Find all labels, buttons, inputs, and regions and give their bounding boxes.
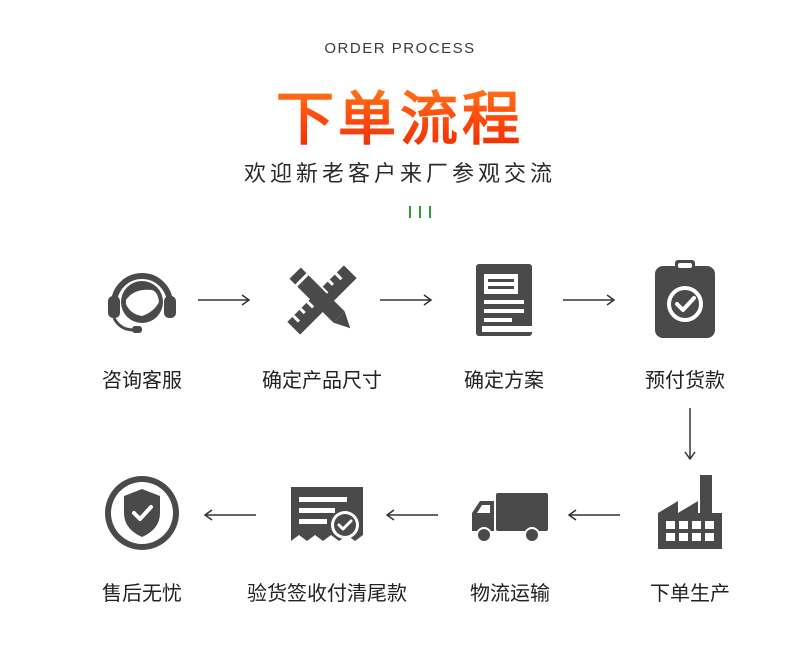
arrow-down [684, 408, 696, 462]
step-label: 验货签收付清尾款 [247, 581, 407, 605]
step-label: 物流运输 [470, 581, 550, 605]
decorative-divider [409, 206, 431, 218]
step-prepayment: 预付货款 [600, 258, 770, 393]
shield-check-icon [100, 471, 184, 555]
arrow-right [198, 294, 252, 306]
step-production: 下单生产 [605, 471, 775, 606]
tagline: 欢迎新老客户来厂参观交流 [243, 162, 556, 187]
truck-icon [468, 471, 552, 555]
step-label: 咨询客服 [102, 368, 182, 392]
arrow-right [380, 294, 434, 306]
step-label: 下单生产 [650, 581, 730, 605]
step-confirm-size: 确定产品尺寸 [237, 258, 407, 393]
page-title: 下单流程 [0, 72, 800, 156]
step-confirm-plan: 确定方案 [419, 258, 589, 393]
step-label: 售后无忧 [102, 581, 182, 605]
arrow-right [563, 294, 617, 306]
clipboard-check-icon [643, 258, 727, 342]
step-label: 预付货款 [645, 368, 725, 392]
ruler-pencil-icon [280, 258, 364, 342]
arrow-left [566, 509, 620, 521]
step-inspection-payment: 验货签收付清尾款 [242, 471, 412, 606]
customer-service-headset-icon [100, 258, 184, 342]
receipt-check-icon [285, 471, 369, 555]
step-label: 确定方案 [464, 368, 544, 392]
factory-icon [648, 471, 732, 555]
step-after-sales: 售后无忧 [57, 471, 227, 606]
document-plan-icon [462, 258, 546, 342]
arrow-left [384, 509, 438, 521]
subtitle-english: ORDER PROCESS [324, 40, 476, 57]
step-logistics: 物流运输 [425, 471, 595, 606]
arrow-left [202, 509, 256, 521]
step-label: 确定产品尺寸 [262, 368, 382, 392]
step-consult: 咨询客服 [57, 258, 227, 393]
